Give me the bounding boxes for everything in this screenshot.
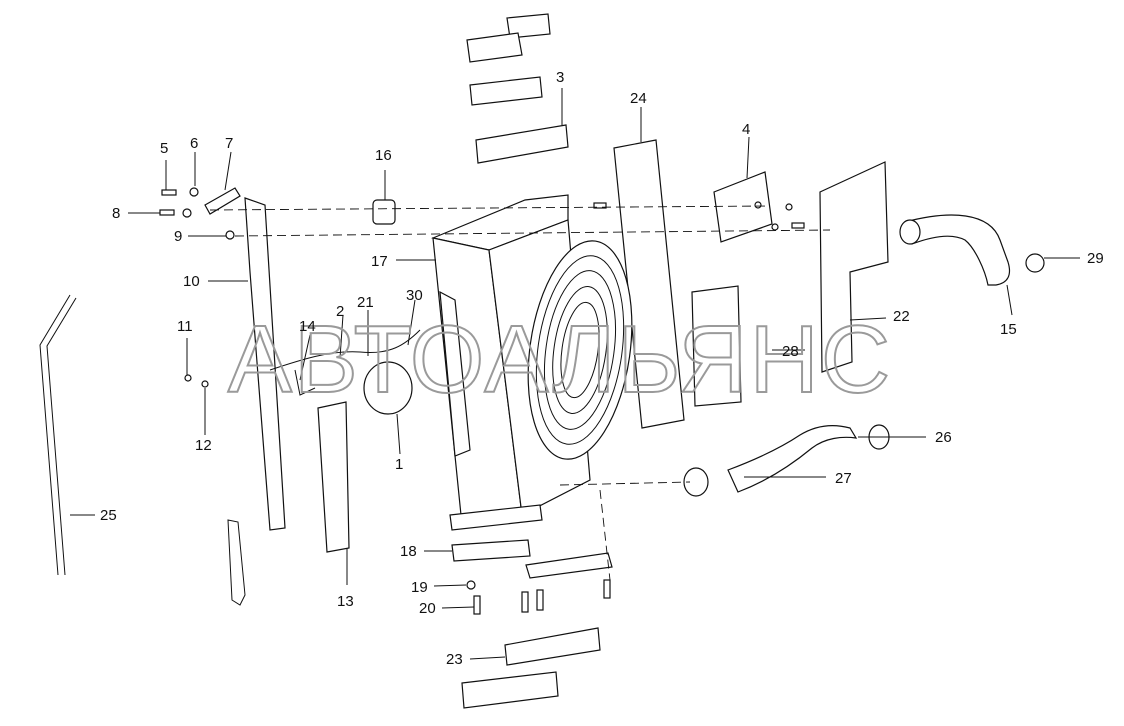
callout-7: 7 bbox=[225, 135, 233, 152]
seal-strip-24 bbox=[613, 139, 685, 429]
callout-25: 25 bbox=[100, 507, 117, 524]
hose-27 bbox=[727, 424, 858, 493]
fan-assembly bbox=[527, 240, 633, 460]
hose-clamp bbox=[899, 219, 921, 245]
seal-strip-28 bbox=[691, 285, 742, 407]
side-shroud-22 bbox=[819, 161, 889, 373]
callout-13: 13 bbox=[337, 593, 354, 610]
mount-plate-18b bbox=[525, 552, 613, 579]
callout-2: 2 bbox=[336, 303, 344, 320]
callout-20: 20 bbox=[419, 600, 436, 617]
callout-28: 28 bbox=[782, 343, 799, 360]
callout-21: 21 bbox=[357, 294, 374, 311]
callout-29: 29 bbox=[1087, 250, 1104, 267]
callout-18: 18 bbox=[400, 543, 417, 560]
callout-16: 16 bbox=[375, 147, 392, 164]
callout-1: 1 bbox=[395, 456, 403, 473]
bracket-plate-4 bbox=[713, 171, 773, 243]
clamp-29 bbox=[1025, 253, 1045, 273]
callout-14: 14 bbox=[299, 318, 316, 335]
callout-30: 30 bbox=[406, 287, 423, 304]
callout-22: 22 bbox=[893, 308, 910, 325]
clip-part bbox=[227, 519, 246, 606]
hose-15 bbox=[904, 214, 1011, 286]
callout-10: 10 bbox=[183, 273, 200, 290]
callout-12: 12 bbox=[195, 437, 212, 454]
callout-19: 19 bbox=[411, 579, 428, 596]
fan-motor-1 bbox=[363, 361, 413, 415]
mount-plate-18a bbox=[451, 539, 531, 562]
left-shroud-10 bbox=[244, 197, 286, 531]
clamp-left-27 bbox=[683, 467, 709, 497]
seal-13 bbox=[317, 401, 350, 553]
callout-9: 9 bbox=[174, 228, 182, 245]
callout-24: 24 bbox=[630, 90, 647, 107]
rod-25 bbox=[39, 294, 71, 576]
callout-23: 23 bbox=[446, 651, 463, 668]
callout-15: 15 bbox=[1000, 321, 1017, 338]
mount-16 bbox=[372, 199, 396, 225]
callout-5: 5 bbox=[160, 140, 168, 157]
foam-blocks-bottom bbox=[461, 627, 601, 709]
fasteners bbox=[159, 187, 805, 615]
callout-4: 4 bbox=[742, 121, 750, 138]
callout-labels: 1 2 3 4 5 6 7 8 9 10 11 12 13 14 15 16 1… bbox=[100, 69, 1104, 668]
callout-27: 27 bbox=[835, 470, 852, 487]
callout-11: 11 bbox=[177, 318, 193, 335]
callout-26: 26 bbox=[935, 429, 952, 446]
leader-lines bbox=[70, 88, 1080, 660]
callout-17: 17 bbox=[371, 253, 388, 270]
foam-blocks-top bbox=[466, 13, 569, 164]
watermark-text: АВТОАЛЬЯНС bbox=[228, 306, 892, 413]
callout-6: 6 bbox=[190, 135, 198, 152]
callout-3: 3 bbox=[556, 69, 564, 86]
callout-8: 8 bbox=[112, 205, 120, 222]
